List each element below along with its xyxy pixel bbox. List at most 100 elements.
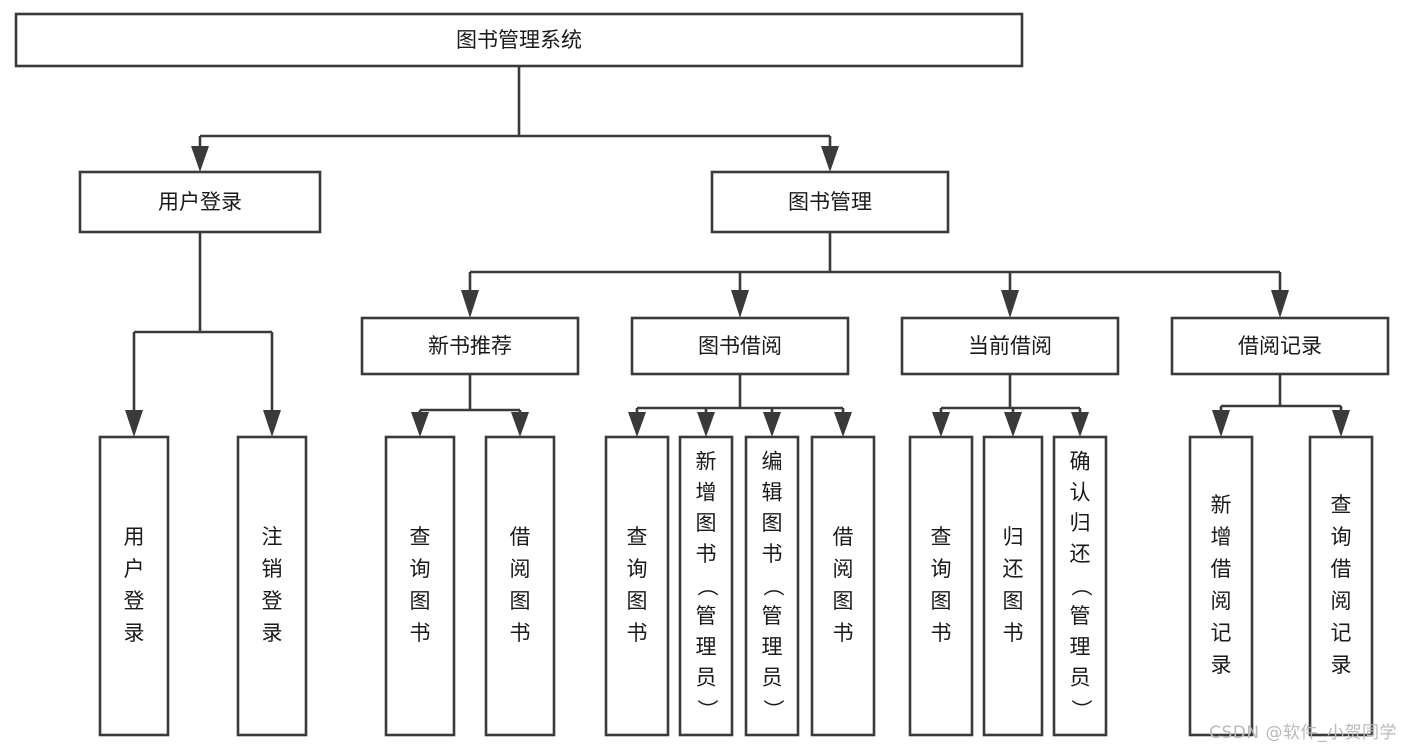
label-char: 增 <box>696 480 717 504</box>
node-leaf-user-login-box[interactable] <box>98 435 170 737</box>
node-new-book-rec-box[interactable] <box>360 316 580 376</box>
node-new-book-rec[interactable]: 新书推荐 <box>360 316 580 376</box>
node-leaf-edit-book-admin-box[interactable] <box>744 435 800 737</box>
node-leaf-query-book-current-box[interactable] <box>908 435 974 737</box>
label-char: 户 <box>124 557 145 581</box>
node-book-manage-box[interactable] <box>710 170 950 234</box>
label-char: （ <box>1069 576 1093 597</box>
label-char: 查 <box>410 525 431 549</box>
node-borrow-record[interactable]: 借阅记录 <box>1170 316 1390 376</box>
label-char: 图 <box>833 589 854 613</box>
node-user-login-box[interactable] <box>78 170 322 234</box>
label-char: 认 <box>1070 480 1091 504</box>
label-char: 查 <box>627 525 648 549</box>
node-leaf-borrow-book-box[interactable] <box>810 435 876 737</box>
label-char: 新 <box>696 449 717 473</box>
label-char: 图 <box>410 589 431 613</box>
label-char: 书 <box>510 621 531 645</box>
leaf-layer <box>98 435 1374 737</box>
node-borrow-record-box[interactable] <box>1170 316 1390 376</box>
label-char: ） <box>695 699 719 720</box>
label-char: 还 <box>1003 557 1024 581</box>
label-char: 管 <box>1070 604 1091 628</box>
label-char: 图 <box>1003 589 1024 613</box>
label-char: 还 <box>1070 542 1091 566</box>
label-char: （ <box>761 576 785 597</box>
node-leaf-confirm-return-admin-box[interactable] <box>1052 435 1108 737</box>
label-char: 书 <box>833 621 854 645</box>
label-char: 员 <box>1070 666 1091 690</box>
node-current-borrow[interactable]: 当前借阅 <box>900 316 1120 376</box>
label-char: 新 <box>1211 493 1232 517</box>
arrowhead-new-book-rec <box>461 290 479 318</box>
node-user-login-label: 用户登录 <box>158 190 242 214</box>
label-char: 借 <box>833 525 854 549</box>
label-char: 书 <box>627 621 648 645</box>
label-char: （ <box>695 576 719 597</box>
node-current-borrow-label: 当前借阅 <box>968 334 1052 358</box>
label-char: 登 <box>262 589 283 613</box>
label-char: 图 <box>627 589 648 613</box>
label-char: 图 <box>696 511 717 535</box>
arrowhead-user-login <box>191 146 209 172</box>
label-char: 借 <box>1211 557 1232 581</box>
label-char: 用 <box>124 525 145 549</box>
node-leaf-query-borrow-record-box[interactable] <box>1308 435 1374 737</box>
arrowhead-book-borrow <box>731 290 749 318</box>
label-char: 编 <box>762 449 783 473</box>
node-current-borrow-box[interactable] <box>900 316 1120 376</box>
node-leaf-query-book-borrow-box[interactable] <box>604 435 670 737</box>
label-char: 登 <box>124 589 145 613</box>
node-book-borrow-box[interactable] <box>630 316 850 376</box>
label-char: ） <box>1069 699 1093 720</box>
node-user-login[interactable]: 用户登录 <box>78 170 322 234</box>
label-char: 询 <box>410 557 431 581</box>
label-char: 理 <box>696 635 717 659</box>
label-char: 增 <box>1211 525 1232 549</box>
node-leaf-add-book-admin-box[interactable] <box>678 435 734 737</box>
node-leaf-borrow-book-rec-box[interactable] <box>484 435 556 737</box>
label-char: 录 <box>262 621 283 645</box>
node-root-box[interactable] <box>14 12 1024 68</box>
label-char: 阅 <box>1331 589 1352 613</box>
arrowhead-leaf-add-borrow-record <box>1212 410 1230 437</box>
label-char: 图 <box>762 511 783 535</box>
node-leaf-add-borrow-record-box[interactable] <box>1188 435 1254 737</box>
label-char: 记 <box>1211 621 1232 645</box>
label-char: 注 <box>262 525 283 549</box>
arrowhead-current-borrow <box>1001 290 1019 318</box>
label-char: 记 <box>1331 621 1352 645</box>
arrowhead-leaf-query-borrow-record <box>1332 410 1350 437</box>
label-char: 阅 <box>1211 589 1232 613</box>
label-char: 辑 <box>762 480 783 504</box>
node-leaf-query-book-rec-box[interactable] <box>384 435 456 737</box>
arrowhead-leaf-query-book-borrow <box>628 412 646 437</box>
node-book-borrow-label: 图书借阅 <box>698 334 782 358</box>
label-char: 借 <box>1331 557 1352 581</box>
node-leaf-return-book-box[interactable] <box>982 435 1044 737</box>
node-leaf-logout-login-box[interactable] <box>236 435 308 737</box>
label-char: 图 <box>931 589 952 613</box>
node-root-label: 图书管理系统 <box>456 28 582 52</box>
arrowhead-leaf-add-book-admin <box>697 412 715 437</box>
node-book-manage-label: 图书管理 <box>788 190 872 214</box>
node-book-manage[interactable]: 图书管理 <box>710 170 950 234</box>
node-book-borrow[interactable]: 图书借阅 <box>630 316 850 376</box>
label-char: 管 <box>762 604 783 628</box>
label-char: 录 <box>124 621 145 645</box>
label-char: 阅 <box>833 557 854 581</box>
arrowhead-leaf-confirm-return-admin <box>1071 412 1089 437</box>
label-char: 书 <box>762 542 783 566</box>
label-char: 理 <box>762 635 783 659</box>
node-root[interactable]: 图书管理系统 <box>14 12 1024 68</box>
